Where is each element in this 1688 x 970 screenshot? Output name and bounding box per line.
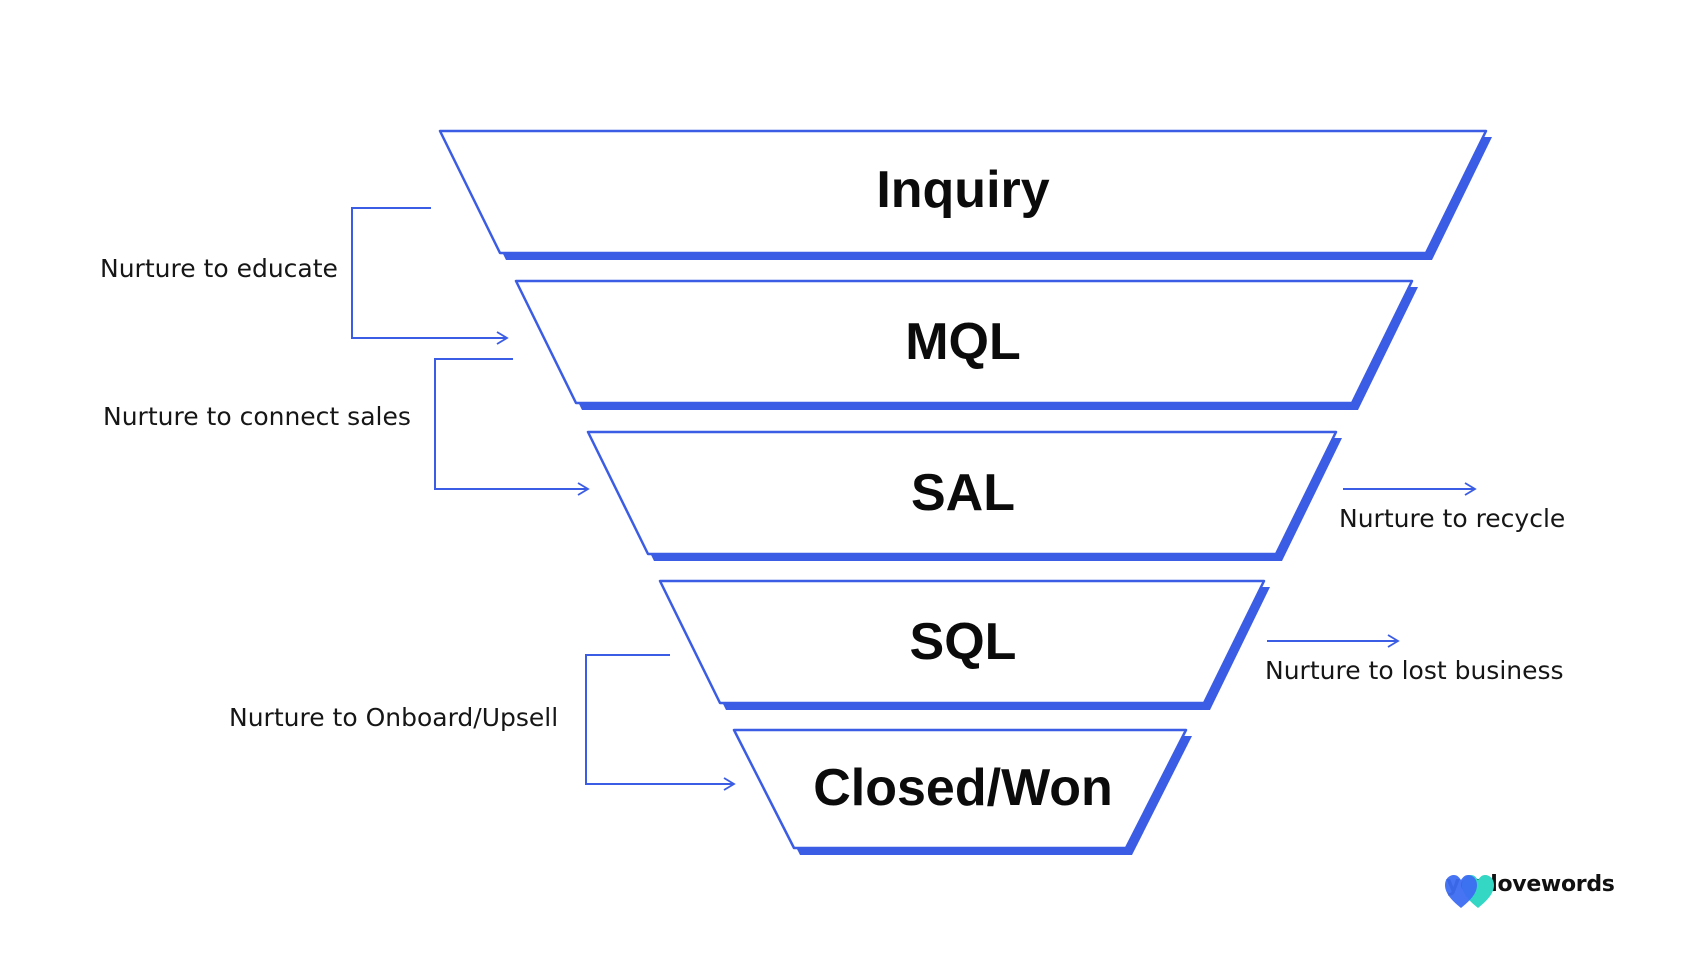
funnel-stage-sal-label: SAL [911,464,1015,522]
funnel-stage-closed-won: Closed/Won [732,728,1192,855]
note-nurture-to-connect-sales: Nurture to connect sales [103,402,411,431]
bracket-connect-sales [434,358,590,496]
note-nurture-to-recycle: Nurture to recycle [1339,504,1566,533]
funnel-stage-mql: MQL [514,279,1418,410]
brand-logo: youlovewords [1440,872,1615,908]
bracket-onboard-upsell [585,654,736,791]
note-nurture-to-educate: Nurture to educate [100,254,338,283]
funnel-stage-sql-label: SQL [910,613,1017,671]
funnel-stage-mql-shape [514,279,1414,405]
funnel-stage-sql: SQL [658,579,1270,710]
bracket-educate [351,207,509,345]
funnel-stage-inquiry-label: Inquiry [876,161,1049,219]
funnel-stage-sal-shape [586,430,1338,556]
funnel-stage-closed-won-shape [732,728,1188,850]
funnel-stage-sal: SAL [586,430,1342,561]
funnel-stage-inquiry: Inquiry [438,129,1492,260]
funnel-stage-sql-shape [658,579,1266,705]
note-nurture-to-lost-business: Nurture to lost business [1265,656,1564,685]
funnel-stage-inquiry-shape [438,129,1488,255]
note-nurture-to-onboard-upsell: Nurture to Onboard/Upsell [229,703,559,732]
double-heart-icon [1445,875,1494,908]
funnel-stage-mql-label: MQL [905,313,1021,371]
funnel-stage-closed-won-label: Closed/Won [813,759,1112,817]
